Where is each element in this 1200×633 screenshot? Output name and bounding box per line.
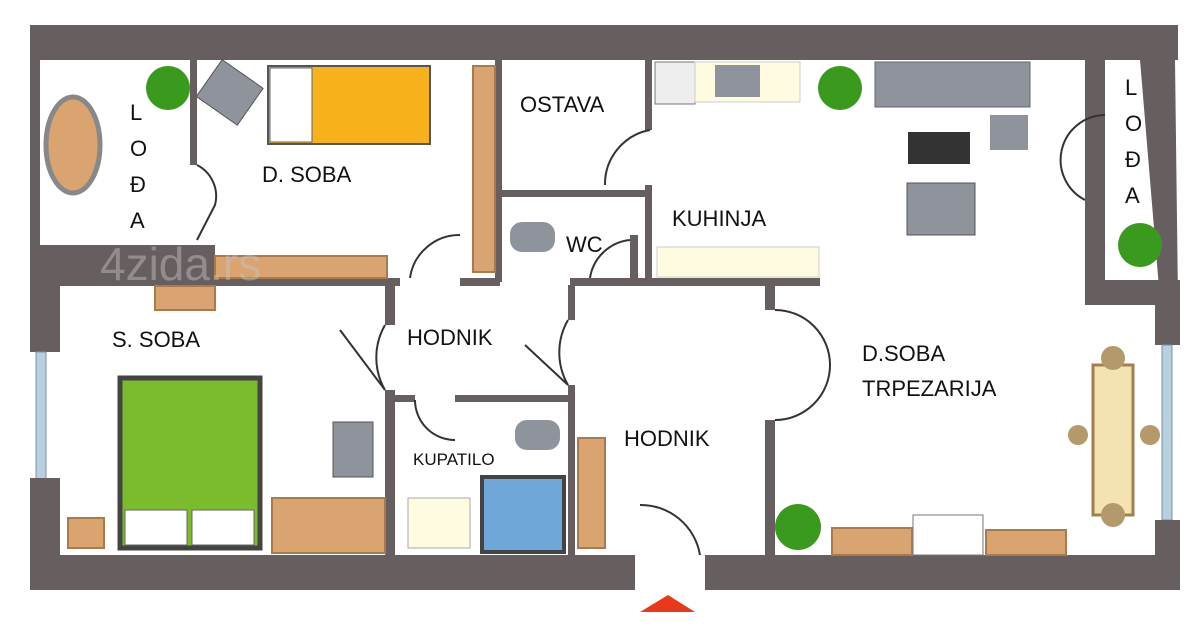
bathtub [480, 475, 566, 554]
walls [30, 25, 1180, 590]
label-kuhinja: KUHINJA [672, 206, 766, 231]
label-lodja-left-D: Đ [130, 172, 146, 197]
label-lodja-left-O: O [130, 136, 147, 161]
entrance-marker [640, 595, 695, 612]
watermark-logo: 4zida.rs [100, 238, 261, 290]
label-lodja-right-A: A [1125, 183, 1140, 208]
label-lodja-left-L: L [130, 100, 142, 125]
label-trpezarija: TRPEZARIJA [862, 376, 997, 401]
label-hodnik-2: HODNIK [624, 426, 710, 451]
label-dnevna-soba: D.SOBA [862, 341, 945, 366]
table-round [43, 94, 103, 196]
label-s-soba: S. SOBA [112, 327, 200, 352]
label-d-soba: D. SOBA [262, 162, 352, 187]
label-lodja-right-O: O [1125, 111, 1142, 136]
doors [196, 114, 1106, 556]
label-ostava: OSTAVA [520, 92, 605, 117]
furniture [43, 58, 1162, 556]
label-lodja-right-D: Đ [1125, 147, 1141, 172]
room-labels: L O Đ A D. SOBA OSTAVA KUHINJA WC L O Đ … [112, 75, 1142, 469]
label-kupatilo: KUPATILO [413, 450, 495, 469]
label-lodja-right-L: L [1125, 75, 1137, 100]
plant-icon [146, 66, 1162, 550]
label-lodja-left-A: A [130, 208, 145, 233]
label-wc: WC [566, 232, 603, 257]
label-hodnik-1: HODNIK [407, 325, 493, 350]
